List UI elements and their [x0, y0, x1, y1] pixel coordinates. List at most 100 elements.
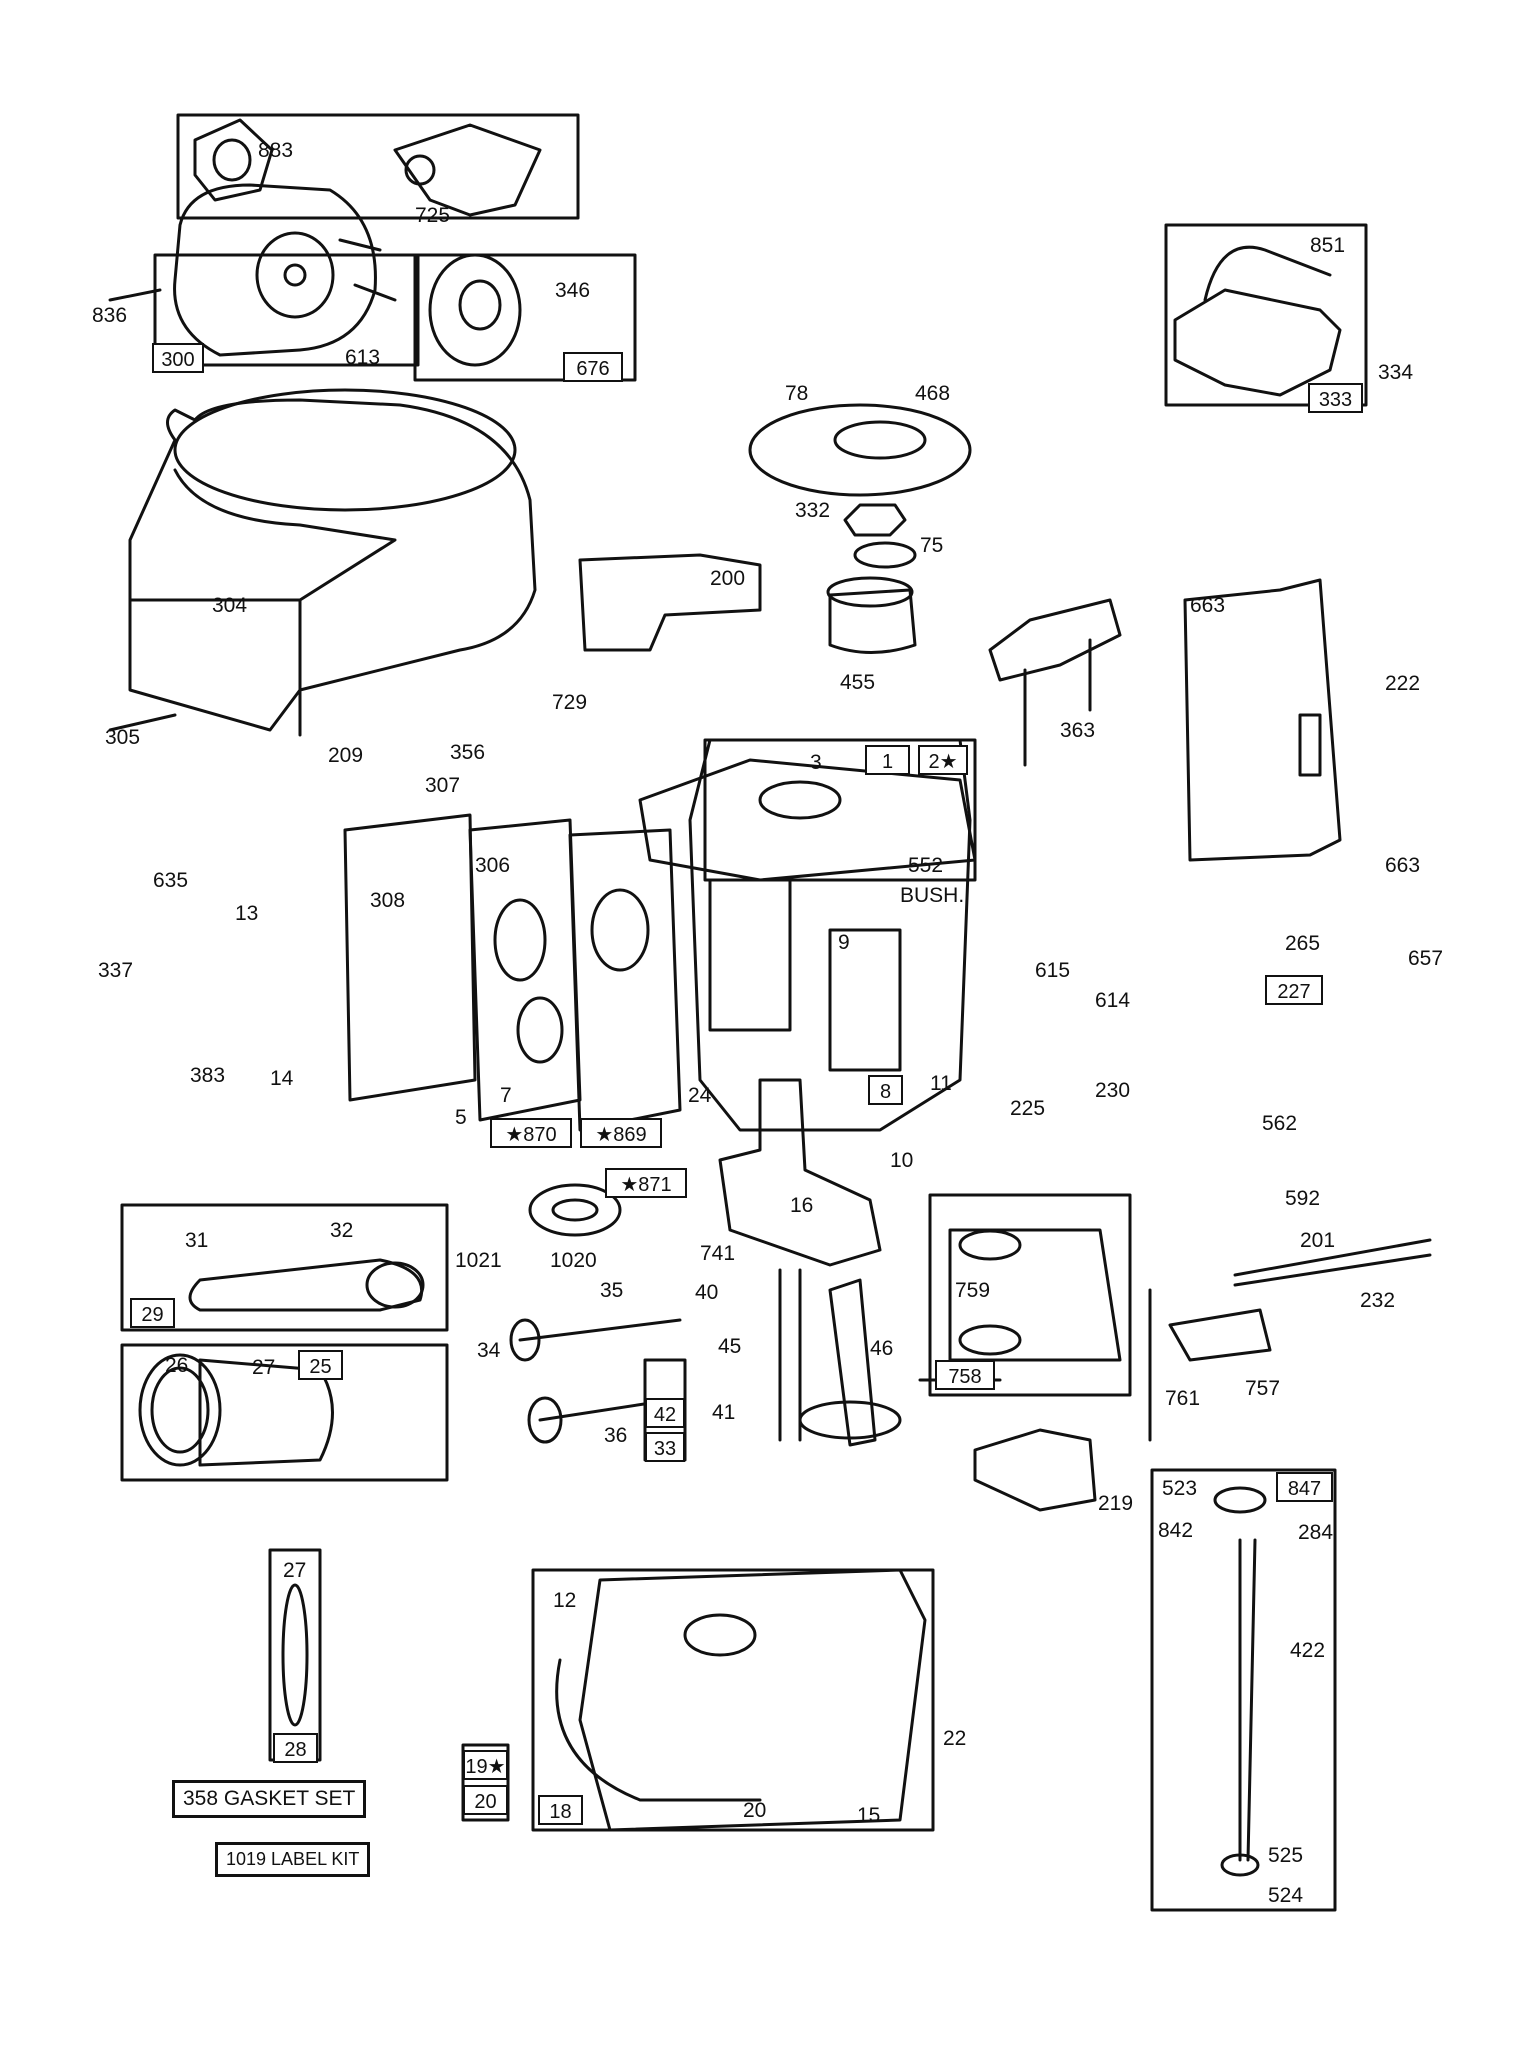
group-box-blower-cover — [176, 113, 580, 220]
part-label-308: 308 — [370, 889, 406, 912]
part-label-18: 18 — [538, 1795, 583, 1825]
part-label-725: 725 — [415, 204, 451, 227]
group-box-25 — [120, 1343, 449, 1482]
part-label-26: 26 — [165, 1354, 189, 1377]
part-18-sump — [578, 1568, 927, 1832]
part-label-363: 363 — [1060, 719, 1096, 742]
part-label-741: 741 — [700, 1242, 736, 1265]
part-label-523: 523 — [1162, 1477, 1198, 1500]
part-label-41: 41 — [712, 1401, 736, 1424]
part-label-3: 3 — [810, 751, 822, 774]
part-label-27-bottom: 27 — [283, 1559, 307, 1582]
part-label-468: 468 — [915, 382, 951, 405]
part-label-16: 16 — [790, 1194, 814, 1217]
part-label-225: 225 — [1010, 1097, 1046, 1120]
part-200-baffle — [578, 553, 762, 652]
part-222-control-plate — [1183, 578, 1342, 862]
part-613-housing — [173, 183, 377, 357]
part-676-pulley — [428, 253, 522, 367]
part-label-14: 14 — [270, 1067, 294, 1090]
part-label-219: 219 — [1098, 1492, 1134, 1515]
gasket-set-label: 358 GASKET SET — [172, 1780, 367, 1818]
part-16-crankshaft — [718, 1078, 882, 1267]
part-label-592: 592 — [1285, 1187, 1321, 1210]
part-label-25: 25 — [298, 1350, 343, 1380]
part-label-5: 5 — [455, 1106, 467, 1129]
part-label-300: 300 — [152, 343, 204, 373]
part-label-346: 346 — [555, 279, 591, 302]
part-label-615: 615 — [1035, 959, 1071, 982]
part-label-305: 305 — [105, 726, 141, 749]
group-box-29 — [120, 1203, 449, 1332]
part-label-232: 232 — [1360, 1289, 1396, 1312]
part-label-552: 552 — [908, 854, 944, 877]
part-label-761: 761 — [1165, 1387, 1201, 1410]
part-883-gasket — [193, 118, 274, 202]
part-label-200: 200 — [710, 567, 746, 590]
part-label-1020: 1020 — [550, 1249, 597, 1272]
part-1020-ring — [528, 1183, 622, 1237]
part-label-9: 9 — [838, 931, 850, 954]
part-label-20: 20 — [743, 1799, 767, 1822]
part-label-422: 422 — [1290, 1639, 1326, 1662]
part-label-304: 304 — [212, 594, 248, 617]
part-label-36: 36 — [604, 1424, 628, 1447]
part-label-332: 332 — [795, 499, 831, 522]
part-label-19: 19★ — [463, 1750, 508, 1780]
part-455-cup — [828, 588, 917, 654]
part-label-307: 307 — [425, 774, 461, 797]
part-label-7: 7 — [500, 1084, 512, 1107]
part-304-blower-housing — [128, 398, 537, 732]
part-label-757: 757 — [1245, 1377, 1281, 1400]
part-label-455: 455 — [840, 671, 876, 694]
part-label-35: 35 — [600, 1279, 624, 1302]
part-label-870: ★870 — [490, 1118, 572, 1148]
group-box-blower-cover-lower — [153, 253, 420, 367]
part-label-27-top: 27 — [252, 1356, 276, 1379]
part-label-356: 356 — [450, 741, 486, 764]
part-label-869: ★869 — [580, 1118, 662, 1148]
part-label-657: 657 — [1408, 947, 1444, 970]
part-label-306: 306 — [475, 854, 511, 877]
part-label-333: 333 — [1308, 383, 1363, 413]
part-label-15: 15 — [857, 1804, 881, 1827]
part-label-33: 33 — [645, 1432, 685, 1462]
part-label-334: 334 — [1378, 361, 1414, 384]
part-label-12: 12 — [553, 1589, 577, 1612]
part-label-75: 75 — [920, 534, 944, 557]
part-label-663-bottom: 663 — [1385, 854, 1421, 877]
part-219-governor — [973, 1428, 1097, 1512]
part-label-265: 265 — [1285, 932, 1321, 955]
part-label-46: 46 — [870, 1337, 894, 1360]
part-label-42: 42 — [645, 1398, 685, 1428]
part-label-222: 222 — [1385, 672, 1421, 695]
part-label-45: 45 — [718, 1335, 742, 1358]
part-label-10: 10 — [890, 1149, 914, 1172]
part-label-22: 22 — [943, 1727, 967, 1750]
part-363-bracket — [988, 598, 1122, 682]
part-label-758: 758 — [935, 1360, 995, 1390]
part-label-525: 525 — [1268, 1844, 1304, 1867]
part-label-524: 524 — [1268, 1884, 1304, 1907]
part-label-201: 201 — [1300, 1229, 1336, 1252]
part-label-759: 759 — [955, 1279, 991, 1302]
part-label-337: 337 — [98, 959, 134, 982]
part-757-lever — [1168, 1308, 1272, 1362]
label-kit-label: 1019 LABEL KIT — [215, 1842, 371, 1877]
part-label-851: 851 — [1310, 234, 1346, 257]
part-label-383: 383 — [190, 1064, 226, 1087]
part-label-871: ★871 — [605, 1168, 687, 1198]
part-label-836: 836 — [92, 304, 128, 327]
part-label-31: 31 — [185, 1229, 209, 1252]
group-box-676 — [413, 253, 637, 382]
part-label-40: 40 — [695, 1281, 719, 1304]
part-label-635: 635 — [153, 869, 189, 892]
part-label-13: 13 — [235, 902, 259, 925]
part-label-2: 2★ — [918, 745, 968, 775]
part-label-24: 24 — [688, 1084, 712, 1107]
part-label-1: 1 — [865, 745, 910, 775]
part-label-32: 32 — [330, 1219, 354, 1242]
part-label-20-box: 20 — [463, 1785, 508, 1815]
